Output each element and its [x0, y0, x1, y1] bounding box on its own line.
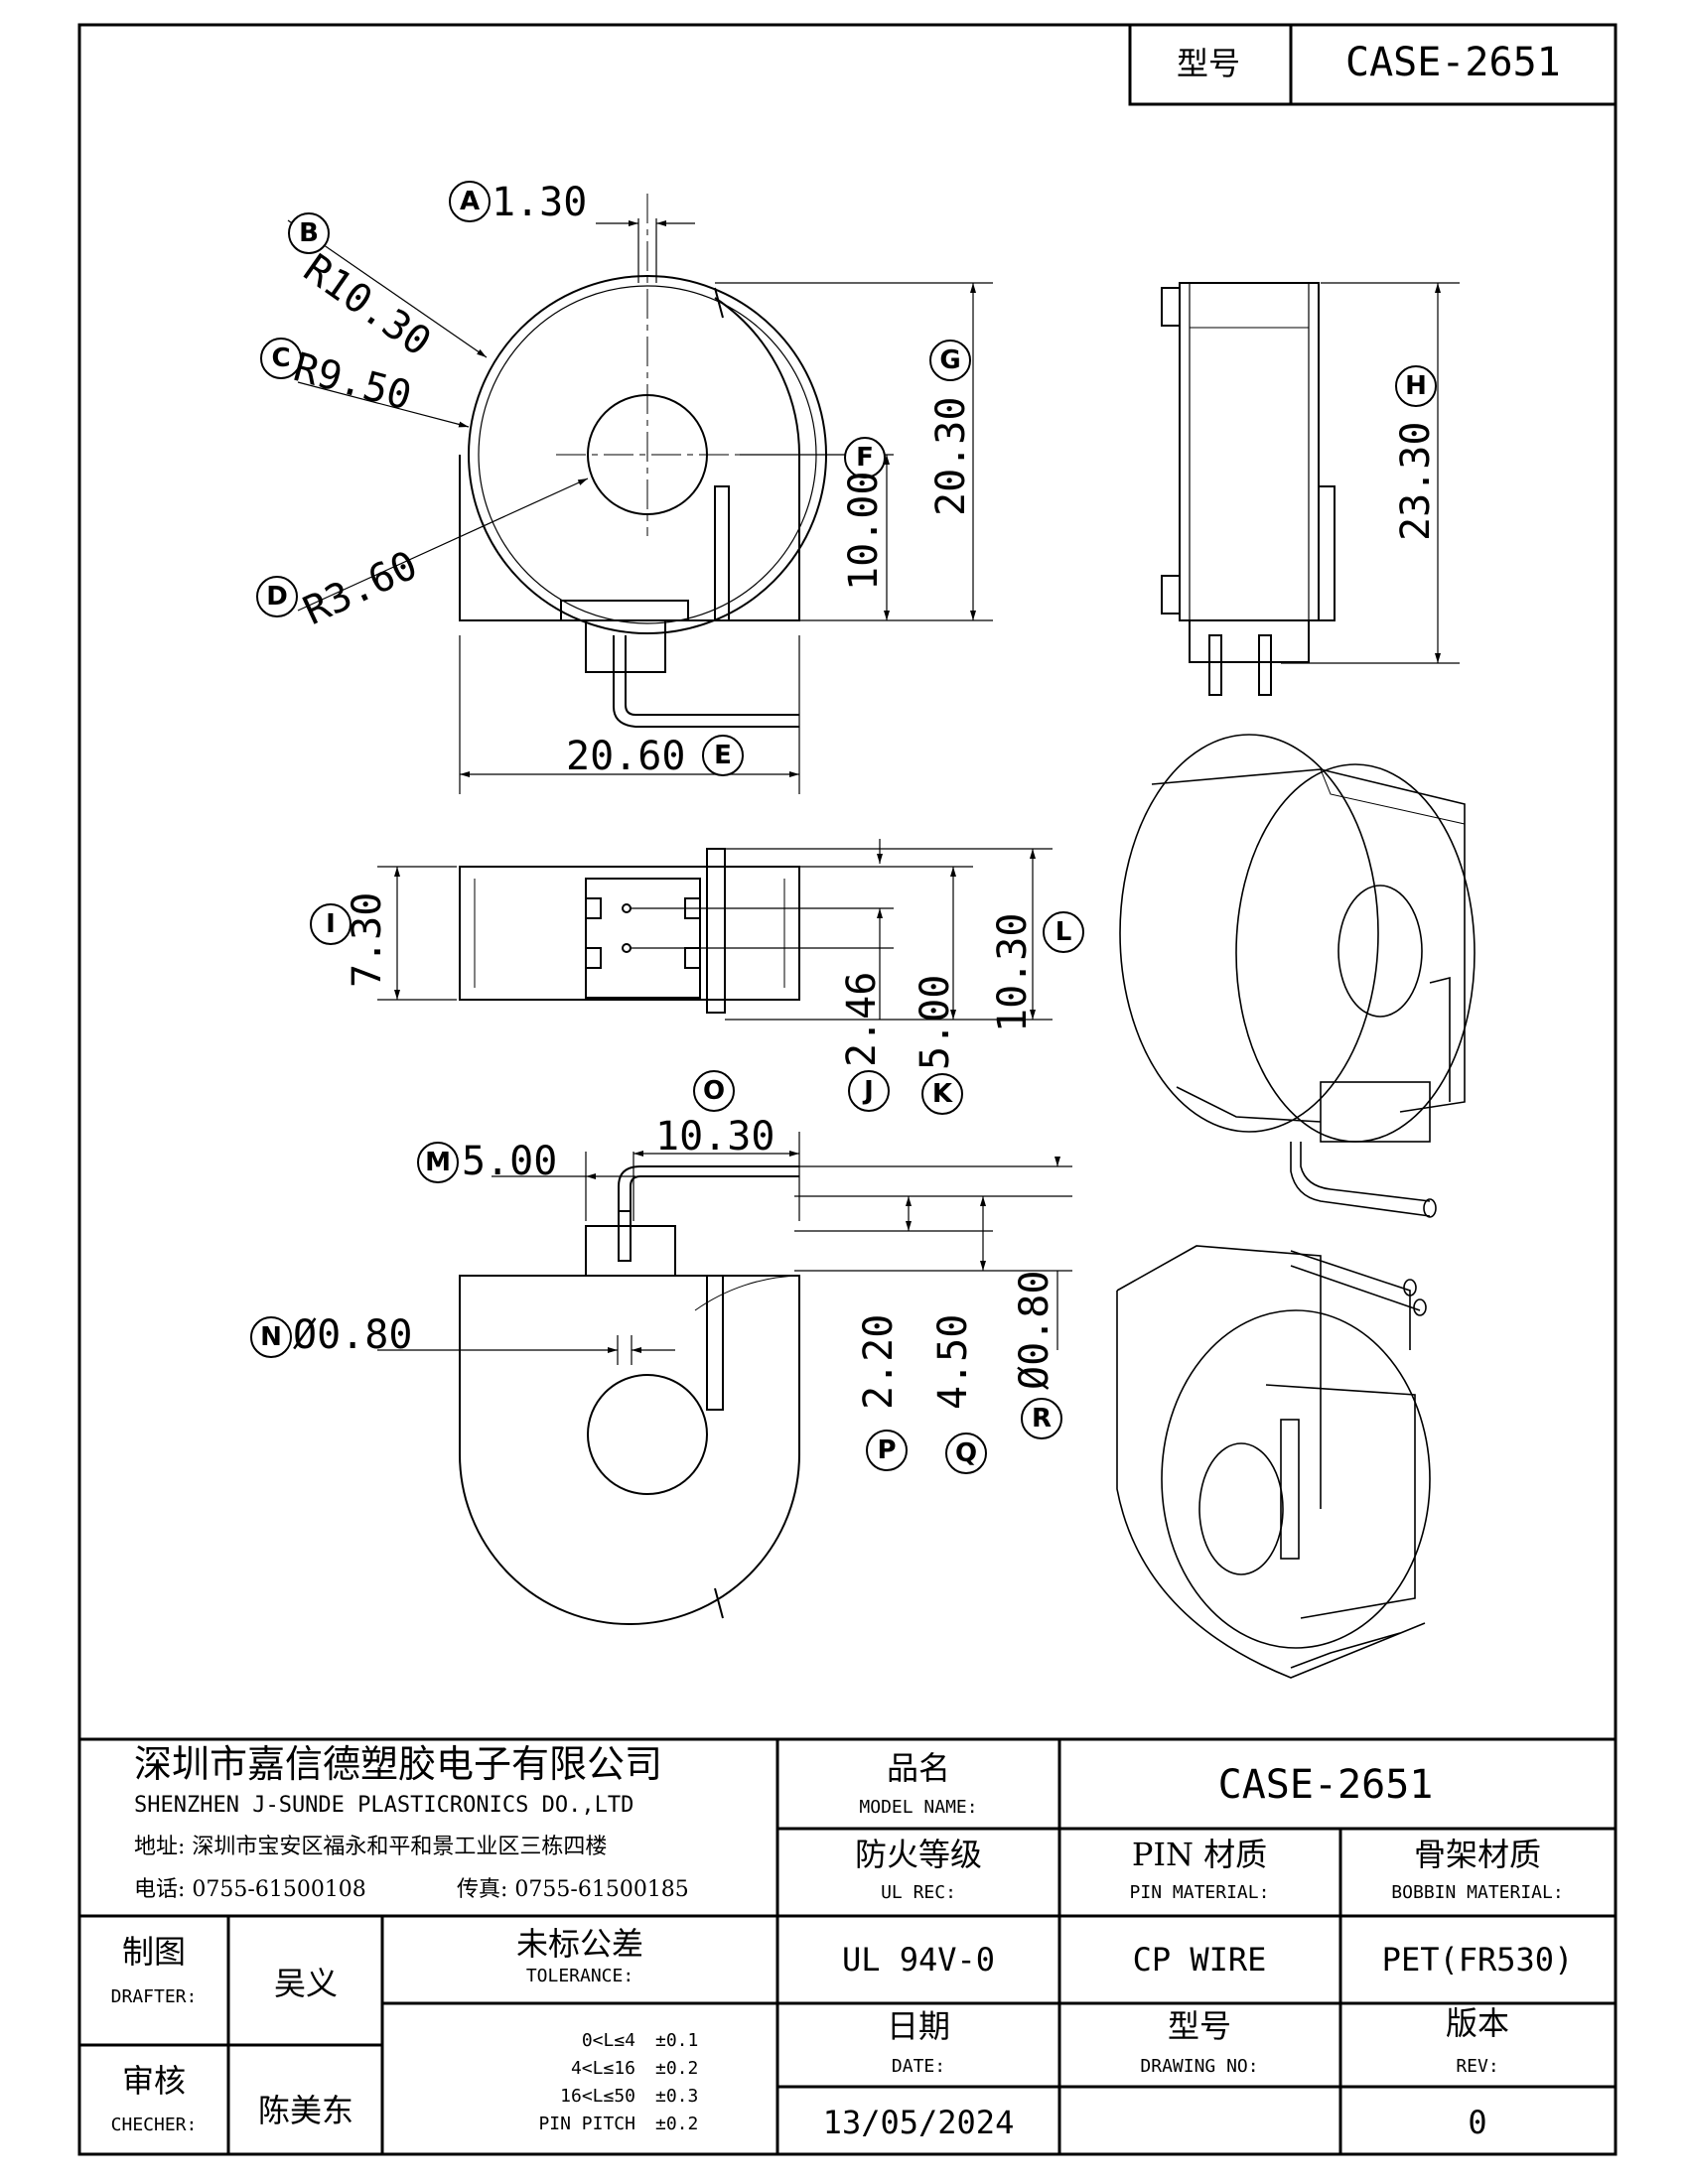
dim-tag-q: Q	[945, 1433, 987, 1474]
isometric-view-bottom	[1116, 1245, 1431, 1679]
dim-tag-f: F	[844, 437, 886, 478]
tolerance-row: 16<L≤50 ±0.3	[437, 2086, 735, 2114]
tolerance-value: ±0.2	[655, 2114, 699, 2134]
header-box	[1128, 23, 1618, 106]
company-name-en: SHENZHEN J-SUNDE PLASTICRONICS DO.,LTD	[134, 1793, 634, 1818]
dim-value-n: Ø0.80	[293, 1312, 413, 1358]
plan-view	[459, 848, 800, 1014]
rev-value: 0	[1468, 2104, 1487, 2141]
dim-tag-k: K	[921, 1073, 963, 1115]
dim-value-r: Ø0.80	[1012, 1270, 1057, 1390]
dim-value-k: 5.00	[913, 974, 958, 1070]
ul-label-en: UL REC:	[881, 1882, 956, 1903]
dim-value-l: 10.30	[990, 912, 1036, 1032]
bobbin-label-en: BOBBIN MATERIAL:	[1391, 1882, 1564, 1903]
tolerance-value: ±0.3	[655, 2086, 699, 2107]
dim-tag-g: G	[929, 340, 971, 381]
dim-value-e: 20.60	[566, 734, 686, 779]
model-name-label-cn: 品名	[886, 1749, 951, 1787]
tolerance-label-en: TOLERANCE:	[525, 1966, 634, 1986]
drawing-no-label-cn: 型号	[1167, 2007, 1232, 2045]
dim-value-i: 7.30	[345, 891, 390, 988]
title-block	[79, 1737, 1616, 2154]
dim-tag-o: O	[693, 1070, 735, 1112]
tolerance-row: 4<L≤16 ±0.2	[437, 2058, 735, 2086]
checker-label-cn: 审核	[121, 2062, 187, 2100]
dim-value-j: 2.46	[839, 971, 885, 1067]
dim-value-m: 5.00	[462, 1139, 558, 1184]
tolerance-range: 0<L≤4	[581, 2030, 635, 2051]
drafter-value: 吴义	[273, 1965, 339, 2002]
dim-tag-p: P	[866, 1430, 908, 1471]
pin-label-cn: PIN 材质	[1131, 1836, 1268, 1873]
dim-value-a: 1.30	[492, 180, 588, 225]
ul-label-cn: 防火等级	[854, 1836, 983, 1873]
dim-tag-e: E	[702, 735, 744, 776]
rev-label-cn: 版本	[1445, 2004, 1510, 2042]
dim-tag-j: J	[848, 1070, 890, 1112]
dim-value-p: 2.20	[856, 1313, 902, 1410]
tolerance-label-cn: 未标公差	[515, 1925, 644, 1963]
dim-tag-r: R	[1021, 1398, 1062, 1439]
isometric-view-top	[1119, 734, 1476, 1218]
checker-label-en: CHECHER:	[110, 2115, 198, 2135]
drafter-label-cn: 制图	[121, 1933, 187, 1971]
tolerance-range: PIN PITCH	[538, 2114, 635, 2134]
dim-value-h: 23.30	[1393, 421, 1439, 541]
company-phone: 电话: 0755-61500108	[134, 1877, 366, 1902]
dim-value-o: 10.30	[655, 1114, 775, 1160]
dim-tag-l: L	[1043, 911, 1084, 953]
header-model-label: 型号	[1177, 45, 1241, 82]
dim-tag-a: A	[449, 181, 491, 222]
checker-value: 陈美东	[257, 2092, 354, 2129]
dim-tag-h: H	[1395, 365, 1437, 407]
header-model-value: CASE-2651	[1345, 40, 1561, 85]
dim-tag-m: M	[417, 1142, 459, 1183]
company-fax: 传真: 0755-61500185	[457, 1877, 689, 1902]
date-label-en: DATE:	[891, 2056, 946, 2077]
dim-tag-d: D	[256, 576, 298, 617]
dim-tag-n: N	[250, 1316, 292, 1358]
ul-value: UL 94V-0	[841, 1941, 996, 1979]
sheet-border	[77, 23, 1618, 2156]
bobbin-label-cn: 骨架材质	[1413, 1836, 1542, 1873]
dim-tag-i: I	[310, 903, 352, 945]
tolerance-value: ±0.1	[655, 2030, 699, 2051]
company-address: 地址: 深圳市宝安区福永和平和景工业区三栋四楼	[134, 1835, 608, 1859]
rev-label-en: REV:	[1456, 2056, 1499, 2077]
pin-label-en: PIN MATERIAL:	[1129, 1882, 1270, 1903]
dim-value-q: 4.50	[930, 1313, 976, 1410]
tolerance-range: 16<L≤50	[560, 2086, 635, 2107]
dim-value-g: 20.30	[928, 396, 974, 516]
tolerance-range: 4<L≤16	[570, 2058, 635, 2079]
model-name-label-en: MODEL NAME:	[859, 1797, 978, 1818]
tolerance-row: PIN PITCH ±0.2	[437, 2114, 735, 2141]
dim-tag-c: C	[260, 338, 302, 379]
drawing-no-label-en: DRAWING NO:	[1140, 2056, 1259, 2077]
side-view	[1161, 282, 1336, 696]
bobbin-value: PET(FR530)	[1381, 1941, 1574, 1979]
tolerance-table: 0<L≤4 ±0.1 4<L≤16 ±0.2 16<L≤50 ±0.3 PIN PIT…	[437, 2030, 735, 2141]
dim-tag-b: B	[288, 212, 330, 254]
model-name-value: CASE-2651	[1217, 1762, 1434, 1808]
tolerance-value: ±0.2	[655, 2058, 699, 2079]
front-view	[459, 194, 827, 728]
dim-value-f: 10.00	[841, 471, 887, 591]
date-label-cn: 日期	[886, 2007, 951, 2045]
date-value: 13/05/2024	[822, 2104, 1015, 2141]
company-name-cn: 深圳市嘉信德塑胶电子有限公司	[134, 1742, 663, 1786]
drafter-label-en: DRAFTER:	[110, 1986, 198, 2007]
tolerance-row: 0<L≤4 ±0.1	[437, 2030, 735, 2058]
bottom-view	[459, 1165, 800, 1625]
pin-value: CP WIRE	[1132, 1941, 1267, 1979]
